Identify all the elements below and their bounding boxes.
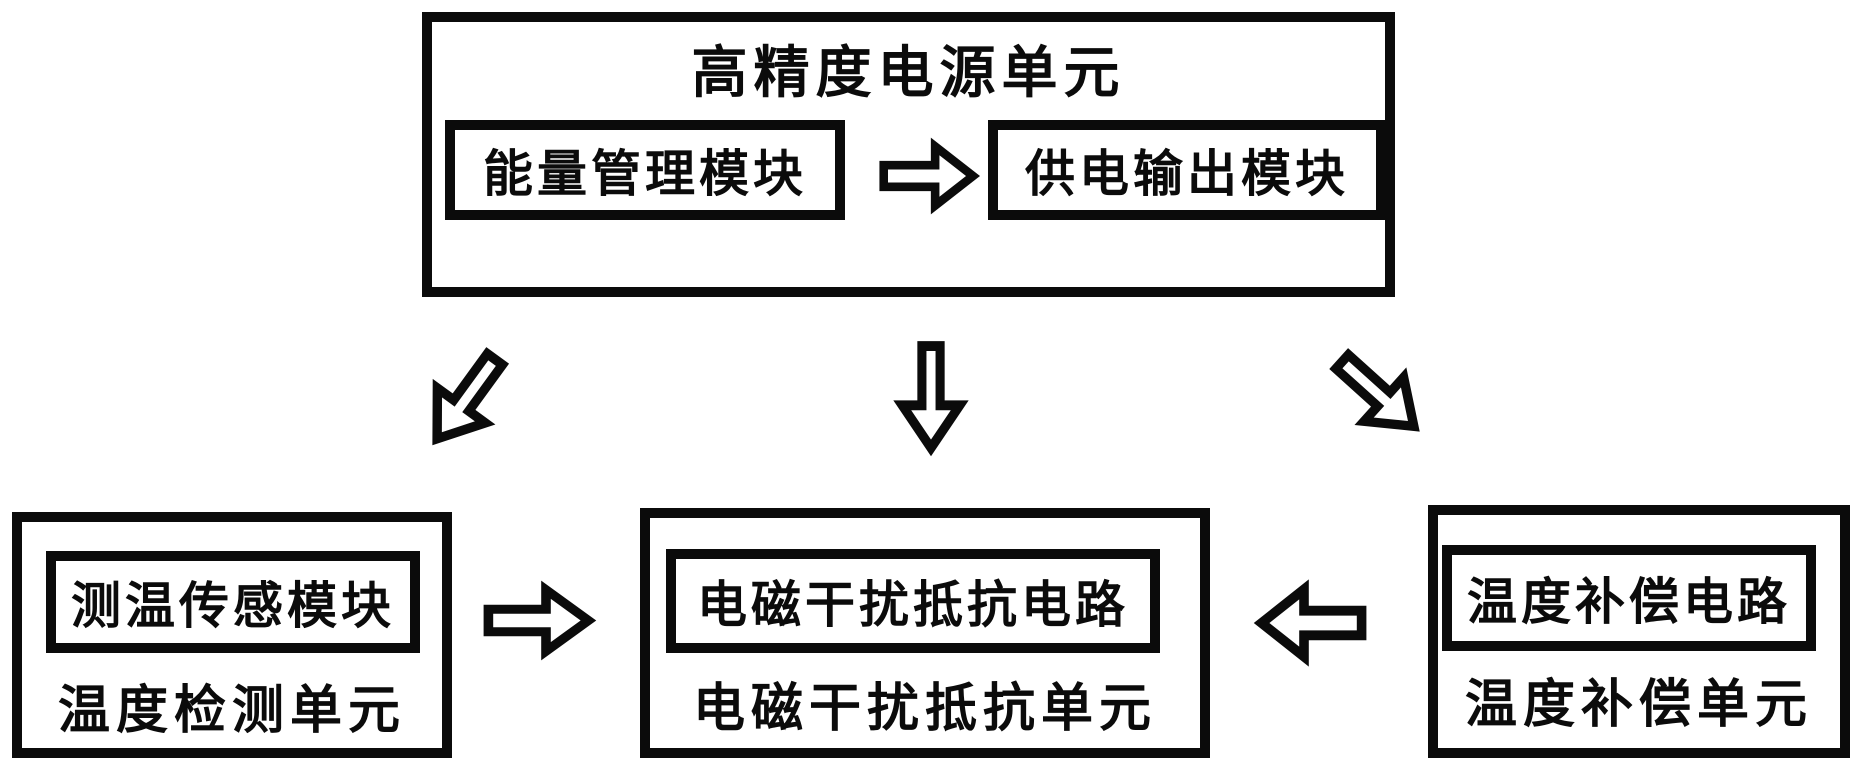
power-output-module-box: 供电输出模块 bbox=[988, 120, 1386, 220]
right-arrow-icon bbox=[878, 137, 981, 215]
down-right-arrow-icon bbox=[1314, 331, 1442, 457]
down-left-arrow-icon bbox=[405, 333, 528, 464]
temperature-detection-unit-label: 温度检测单元 bbox=[57, 681, 406, 741]
power-supply-unit-title: 高精度电源单元 bbox=[691, 41, 1126, 106]
right-arrow-icon bbox=[482, 580, 597, 661]
temperature-compensation-unit-label: 温度补偿单元 bbox=[1464, 675, 1813, 735]
emi-resistance-circuit-box: 电磁干扰抵抗电路 bbox=[666, 549, 1160, 653]
down-arrow-icon bbox=[893, 340, 969, 457]
temperature-compensation-circuit-box: 温度补偿电路 bbox=[1442, 545, 1816, 651]
energy-management-module-box: 能量管理模块 bbox=[445, 120, 845, 220]
left-arrow-icon bbox=[1253, 579, 1368, 667]
temperature-sensing-module-box: 测温传感模块 bbox=[46, 551, 420, 653]
emi-resistance-unit-label: 电磁干扰抵抗单元 bbox=[692, 679, 1157, 739]
